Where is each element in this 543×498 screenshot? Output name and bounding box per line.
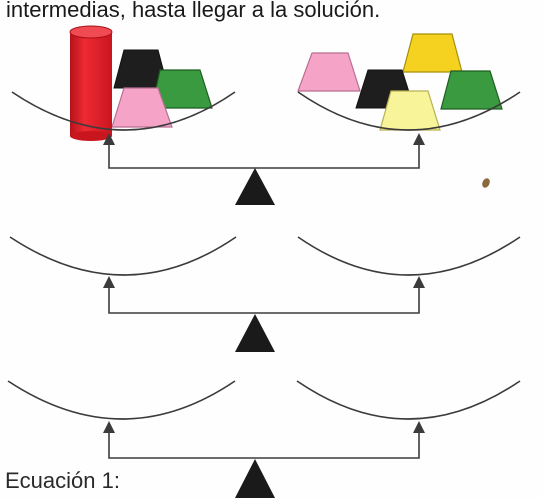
left-arrowhead	[103, 421, 115, 433]
left-arrowhead	[103, 133, 115, 145]
left-pan	[11, 91, 236, 131]
red-cylinder	[69, 25, 113, 141]
fulcrum-triangle	[235, 314, 275, 352]
ink-speck	[482, 178, 490, 188]
pink-trapezoid	[111, 87, 173, 128]
yellow-trapezoid	[402, 33, 463, 73]
green-trapezoid	[440, 70, 503, 110]
right-pan	[297, 236, 521, 276]
right-arrowhead	[413, 133, 425, 145]
right-pan-objects	[297, 33, 503, 131]
right-arrowhead	[413, 276, 425, 288]
left-pan	[7, 380, 236, 420]
left-pan	[9, 236, 237, 276]
balance-2	[9, 236, 521, 352]
beam	[108, 428, 420, 459]
beam	[108, 140, 420, 169]
light-yellow-trapezoid	[379, 90, 441, 131]
beam	[108, 283, 420, 314]
pink-trapezoid	[297, 52, 361, 92]
left-arrowhead	[103, 276, 115, 288]
fulcrum-triangle	[235, 168, 275, 205]
intro-text: intermedias, hasta llegar a la solución.	[6, 0, 381, 22]
balance-3	[7, 380, 521, 498]
left-pan-objects	[69, 25, 213, 141]
right-pan	[296, 380, 521, 420]
right-arrowhead	[413, 421, 425, 433]
balance-1	[11, 25, 521, 205]
equation-label: Ecuación 1:	[5, 468, 120, 493]
fulcrum-triangle	[235, 459, 275, 498]
right-pan	[297, 91, 521, 131]
